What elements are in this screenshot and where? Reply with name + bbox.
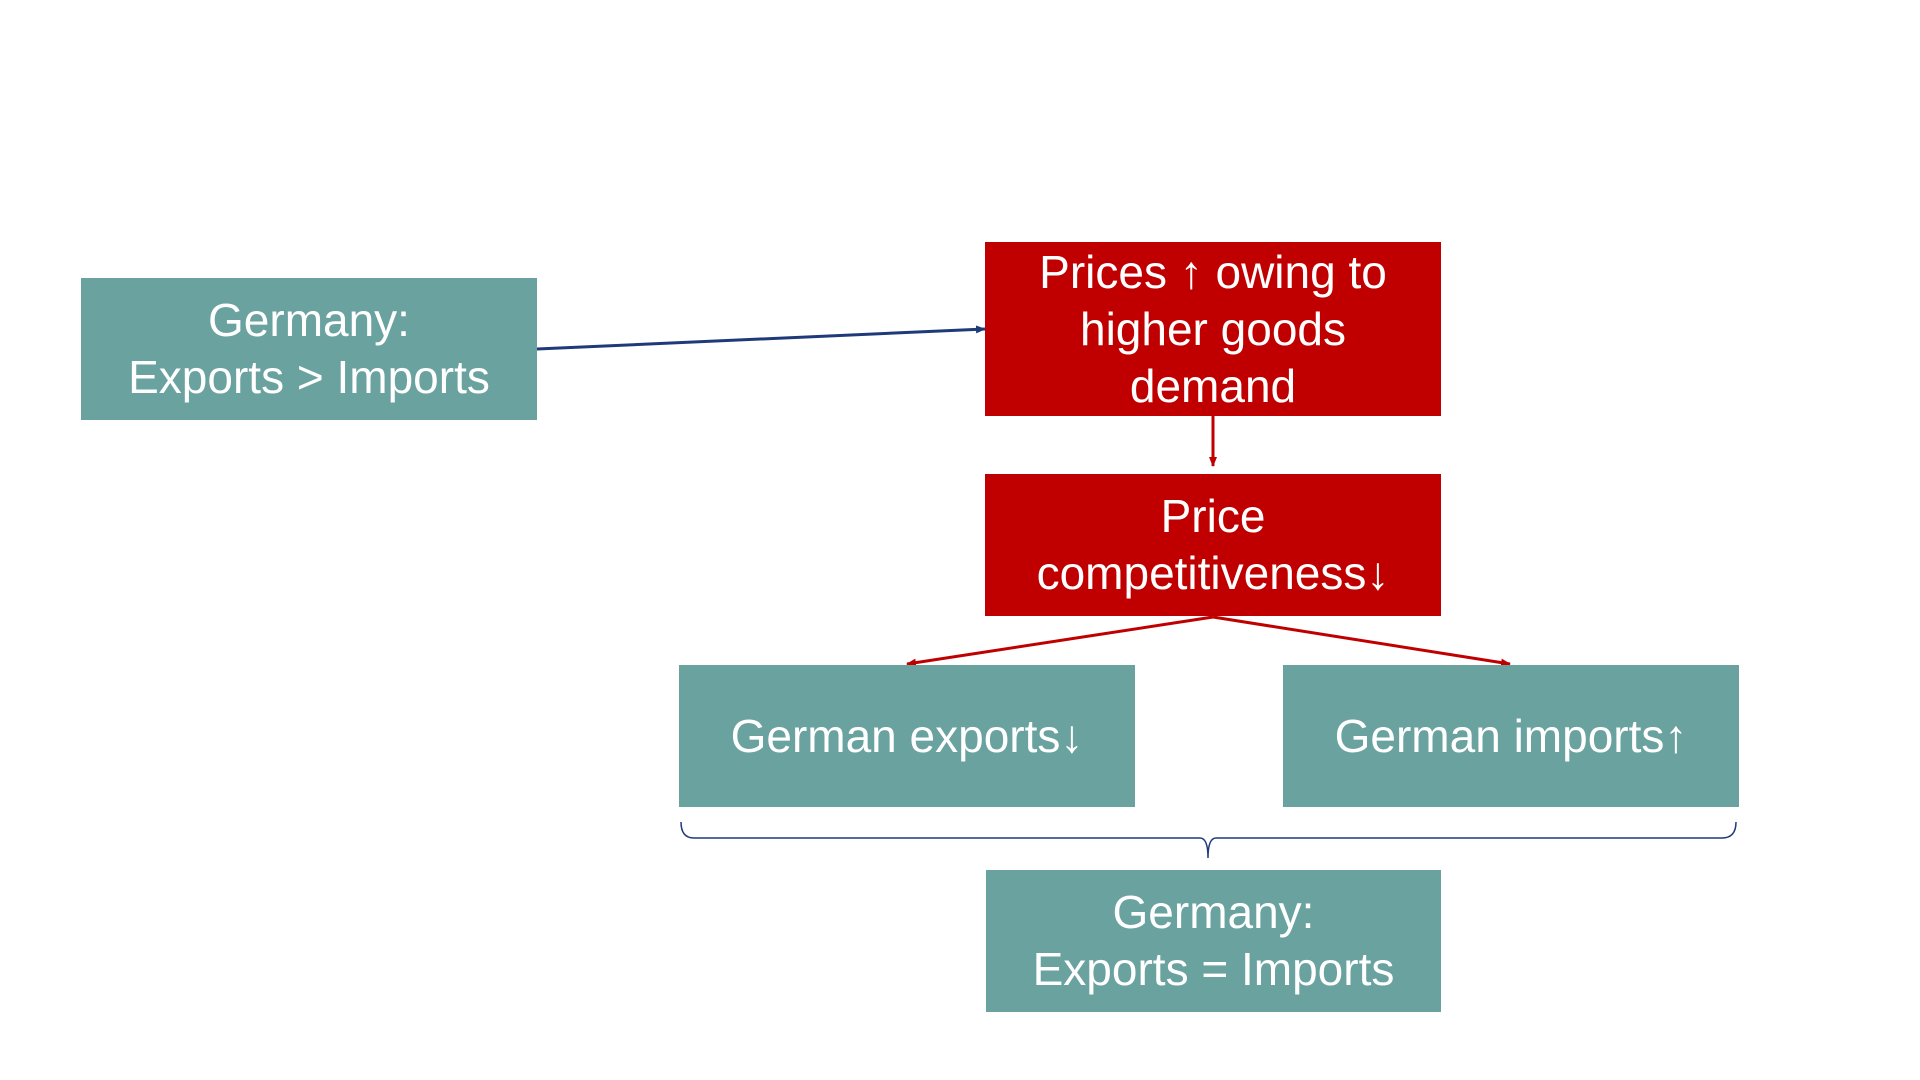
german-exports-label: German exports↓ [730, 709, 1084, 762]
german-imports-label: German imports↑ [1334, 709, 1688, 762]
germany-balance-box: Germany: Exports = Imports [986, 870, 1441, 1012]
prices-up-line1: Prices ↑ owing to [1039, 245, 1387, 298]
germany-balance-label: Germany: [1112, 886, 1315, 938]
germany-balance-relation: Exports = Imports [1032, 943, 1395, 995]
germany-surplus-relation: Exports > Imports [128, 351, 490, 403]
germany-surplus-label: Germany: [208, 294, 410, 346]
germany-surplus-box: Germany: Exports > Imports [81, 278, 537, 420]
price-competitiveness-line1: Price [1160, 490, 1266, 542]
brace-exports-imports [680, 821, 1737, 859]
arrow-competitiveness-to-imports [1212, 615, 1511, 667]
german-exports-box: German exports↓ [679, 665, 1135, 807]
price-competitiveness-line2: competitiveness↓ [1036, 547, 1390, 599]
german-imports-box: German imports↑ [1283, 665, 1739, 807]
arrow-surplus-to-prices [536, 325, 986, 351]
prices-up-line3: demand [1129, 359, 1297, 412]
prices-up-box: Prices ↑ owing to higher goods demand [985, 242, 1441, 416]
prices-up-line2: higher goods [1080, 302, 1346, 355]
arrow-competitiveness-to-exports [906, 615, 1214, 667]
price-competitiveness-box: Price competitiveness↓ [985, 474, 1441, 616]
